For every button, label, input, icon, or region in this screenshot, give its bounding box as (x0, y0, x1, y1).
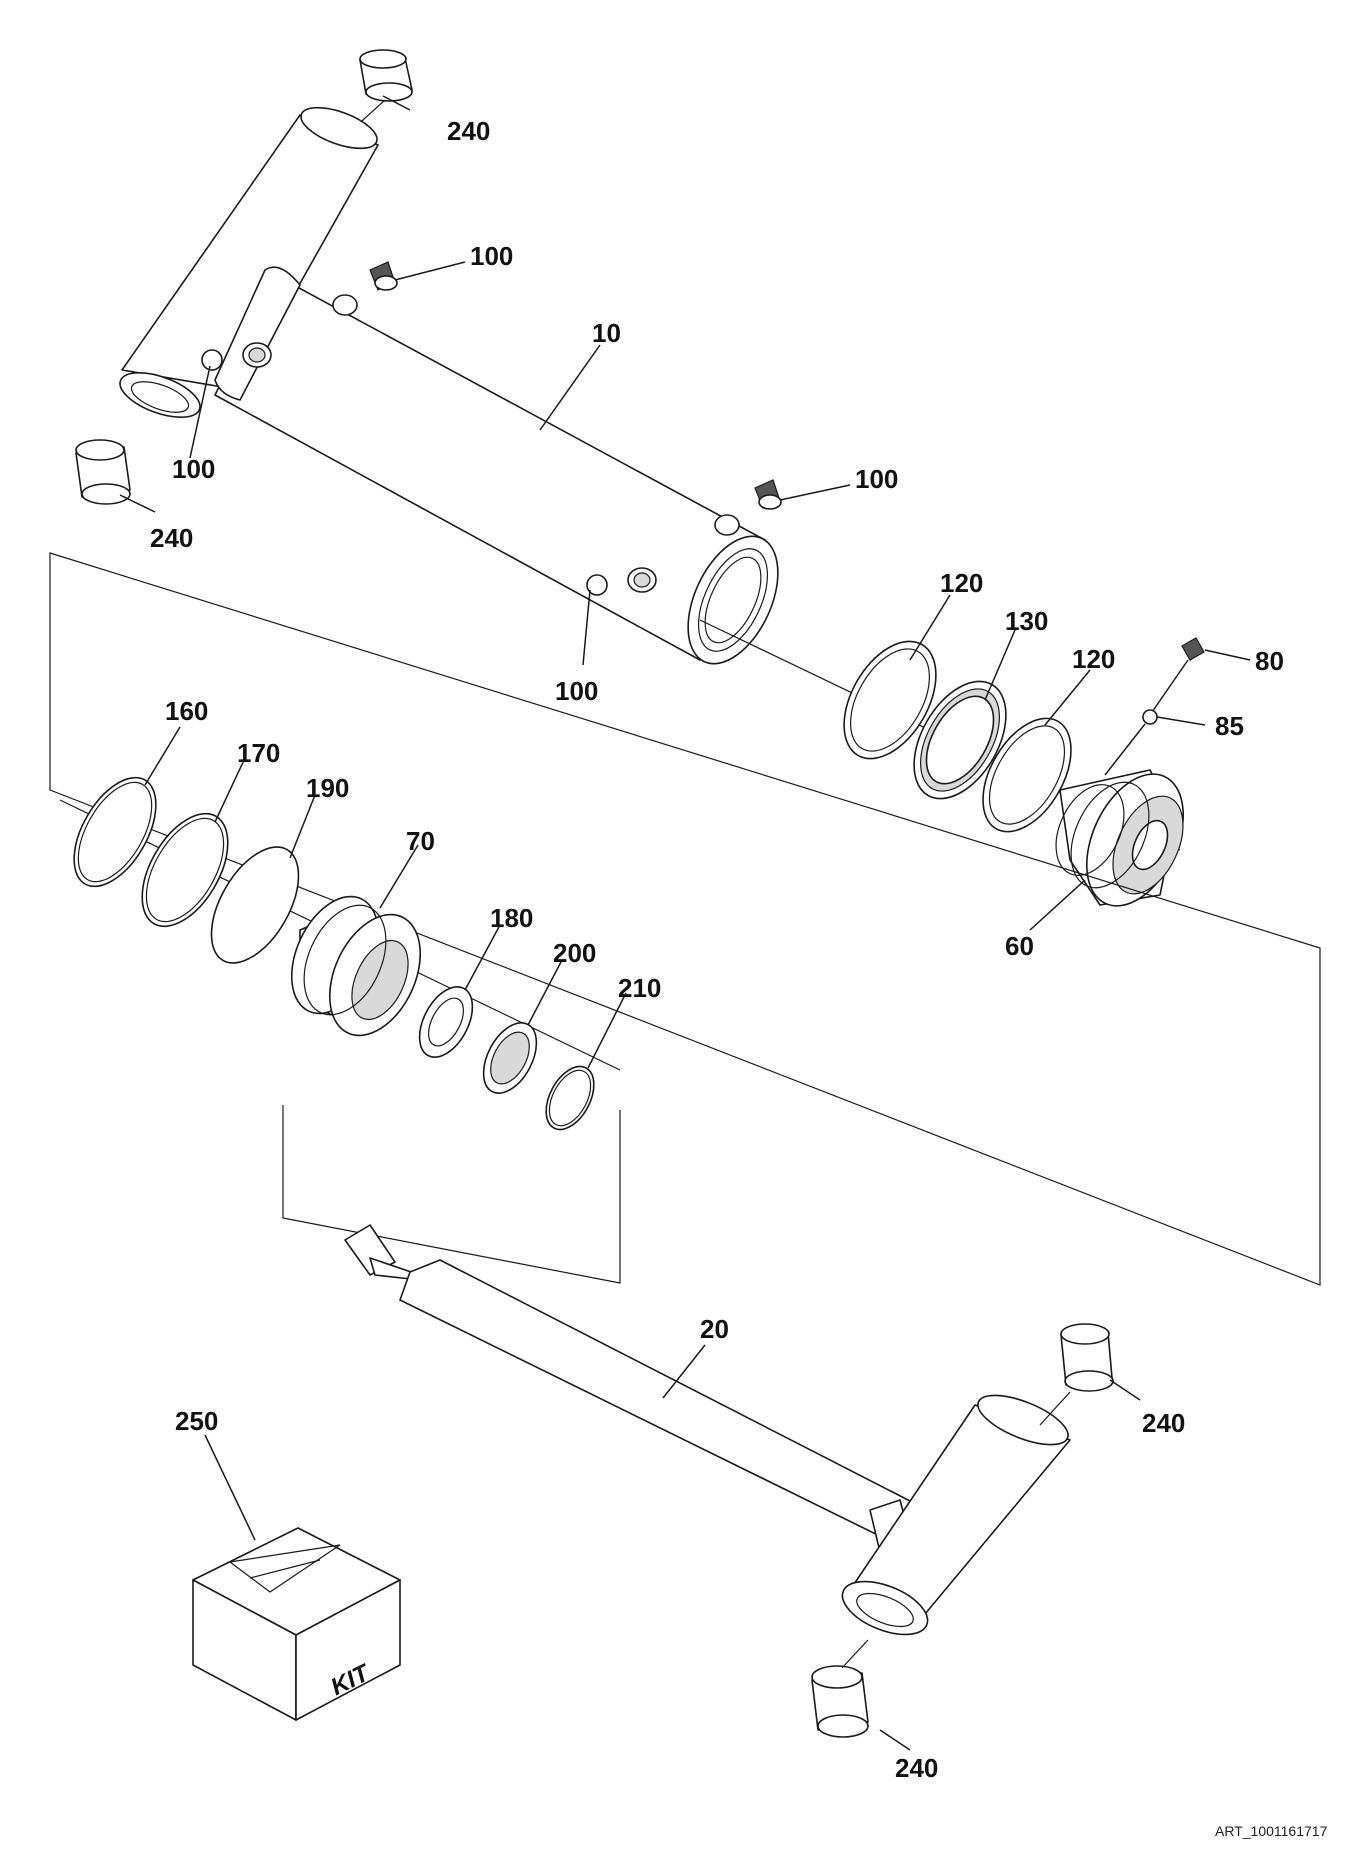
leader-lines (119, 95, 1251, 1751)
bushing-rod-lower (811, 1665, 869, 1738)
backup-190 (210, 846, 300, 964)
callout-180: 180 (490, 903, 533, 933)
oring-170 (141, 812, 229, 928)
callout-200: 200 (553, 938, 596, 968)
callout-240-top-lower: 240 (150, 523, 193, 553)
callout-210: 210 (618, 973, 661, 1003)
callout-250: 250 (175, 1406, 218, 1436)
bushing-top-lower (75, 439, 131, 505)
kit-box: KIT (192, 1527, 401, 1721)
callout-labels: 240 100 10 100 240 100 100 120 130 120 8… (150, 116, 1284, 1783)
callout-190: 190 (306, 773, 349, 803)
piston-rod (344, 1224, 913, 1553)
callout-60: 60 (1005, 931, 1034, 961)
callout-10: 10 (592, 318, 621, 348)
callout-240-rod-upper: 240 (1142, 1408, 1185, 1438)
callout-100-right: 100 (855, 464, 898, 494)
callout-100-lower: 100 (555, 676, 598, 706)
rod-eye-tube (841, 1394, 1071, 1636)
seal-120-a (843, 640, 937, 760)
bushing-rod-upper (1060, 1323, 1114, 1392)
callout-170: 170 (237, 738, 280, 768)
callout-120-b: 120 (1072, 644, 1115, 674)
ball-85 (1104, 709, 1158, 776)
ring-210 (545, 1065, 595, 1131)
callout-240-rod-lower: 240 (895, 1753, 938, 1783)
callout-85: 85 (1215, 711, 1244, 741)
bushing-top-upper (359, 49, 413, 102)
seal-130 (913, 680, 1007, 800)
barrel-body (214, 266, 779, 665)
cylinder-barrel (75, 49, 782, 665)
plug-100-right (754, 479, 782, 510)
wiper-160 (73, 776, 157, 888)
set-screw-80 (1149, 637, 1205, 716)
plug-100-top (369, 261, 398, 291)
barrel-port-fittings (201, 294, 740, 596)
seal-120-b (982, 717, 1072, 833)
callout-130: 130 (1005, 606, 1048, 636)
projection-outline-small (282, 1105, 621, 1284)
callout-80: 80 (1255, 646, 1284, 676)
callout-160: 160 (165, 696, 208, 726)
callout-70: 70 (406, 826, 435, 856)
callout-240-top-upper: 240 (447, 116, 490, 146)
callout-20: 20 (700, 1314, 729, 1344)
wiper-200 (482, 1022, 538, 1094)
callout-100-top: 100 (470, 241, 513, 271)
callout-120-a: 120 (940, 568, 983, 598)
gland-70 (290, 895, 422, 1037)
piston-60 (1055, 769, 1185, 907)
projection-outline-large (49, 552, 1321, 1286)
art-number: ART_1001161717 (1215, 1823, 1328, 1839)
callout-100-left: 100 (172, 454, 215, 484)
seal-180 (418, 986, 474, 1058)
